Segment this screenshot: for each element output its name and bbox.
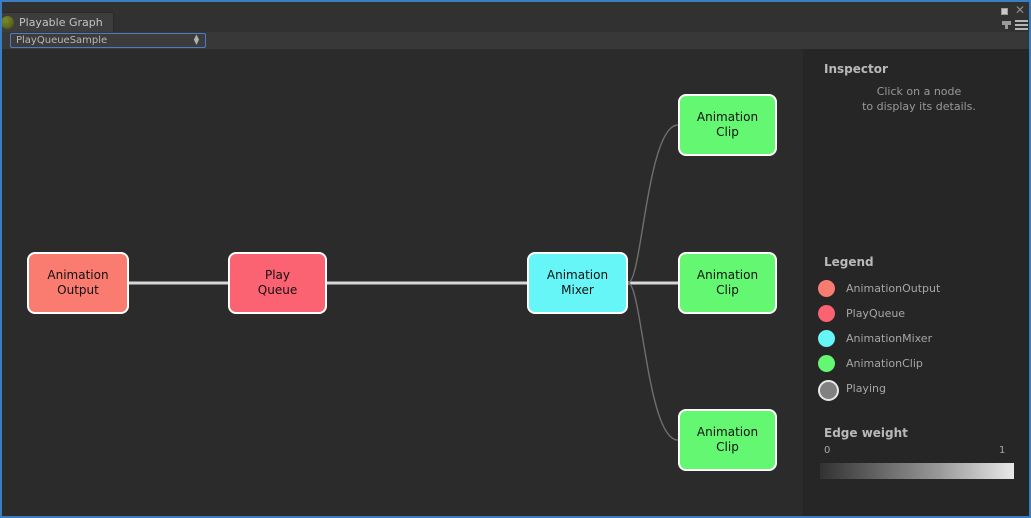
legend-item-label: PlayQueue [846, 307, 906, 320]
graph-edge-animation-mixer-to-animation-clip-bottom [627, 282, 679, 441]
hamburger-menu-icon[interactable] [1015, 20, 1028, 22]
graph-node-label: Animation [546, 268, 609, 282]
legend-item-playing: Playing [818, 380, 1018, 401]
edge-weight-title: Edge weight [824, 426, 908, 440]
inspector-hint-line-1: Click on a node [876, 85, 962, 98]
legend-swatch-icon [818, 355, 835, 372]
legend-item-animationoutput: AnimationOutput [818, 280, 1018, 298]
inspector-hint: Click on a node to display its details. [824, 84, 1014, 114]
tab-playable-graph[interactable]: Playable Graph [2, 12, 114, 32]
graph-node-label: Animation [696, 110, 759, 124]
graph-node-label: Play [264, 268, 291, 282]
window-titlebar: Playable Graph ✕ [2, 2, 1029, 33]
graph-node-label: Animation [696, 425, 759, 439]
inspector-title: Inspector [824, 62, 888, 76]
graph-node-label: Output [57, 283, 99, 297]
legend-item-label: AnimationClip [846, 357, 923, 370]
graph-selector-dropdown[interactable]: PlayQueueSample ▲▼ [10, 33, 206, 48]
graph-node-label: Clip [716, 440, 739, 454]
legend-item-animationmixer: AnimationMixer [818, 330, 1018, 348]
legend-item-animationclip: AnimationClip [818, 355, 1018, 373]
legend-swatch-icon [818, 330, 835, 347]
graph-edge-animation-mixer-to-animation-clip-top [627, 124, 679, 284]
edge-weight-max-label: 1 [999, 445, 1006, 456]
graph-node-label: Mixer [561, 283, 594, 297]
graph-node-label: Queue [257, 283, 298, 297]
legend-item-label: Playing [846, 382, 886, 395]
close-icon[interactable]: ✕ [1015, 3, 1026, 17]
legend-title: Legend [824, 255, 874, 269]
legend-item-label: AnimationOutput [846, 282, 941, 295]
graph-selector-value: PlayQueueSample [16, 35, 108, 46]
maximize-icon[interactable] [1001, 8, 1010, 17]
graph-edges [129, 124, 679, 441]
graph-toolbar: PlayQueueSample ▲▼ [2, 32, 1029, 50]
sidebar-panel: Inspector Click on a node to display its… [803, 49, 1029, 516]
lock-icon[interactable] [1002, 21, 1011, 29]
playable-graph-icon [2, 16, 14, 29]
tab-label: Playable Graph [19, 16, 103, 29]
legend-swatch-icon [818, 380, 839, 401]
graph-node-label: Animation [47, 268, 109, 282]
edge-weight-min-label: 0 [824, 445, 831, 456]
graph-node-label: Clip [716, 125, 739, 139]
graph-node-label: Animation [696, 268, 759, 282]
legend-swatch-icon [818, 305, 835, 322]
chevron-updown-icon: ▲▼ [193, 33, 200, 46]
legend-item-playqueue: PlayQueue [818, 305, 1018, 323]
inspector-hint-line-2: to display its details. [862, 100, 976, 113]
legend-item-label: AnimationMixer [846, 332, 933, 345]
graph-node-label: Clip [716, 283, 739, 297]
legend-swatch-icon [818, 280, 835, 297]
edge-weight-gradient-bar [820, 463, 1014, 479]
